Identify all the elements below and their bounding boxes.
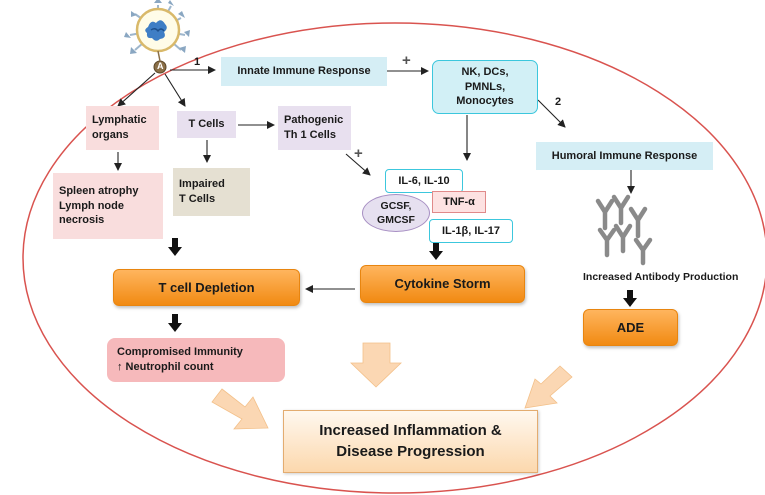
gcsf-gmcsf-ellipse: GCSF, GMCSF xyxy=(362,194,430,232)
plus-sign: + xyxy=(354,145,363,162)
pathogenic-line-2: Th 1 Cells xyxy=(284,129,336,141)
nk-line-2: PMNLs, xyxy=(464,80,506,93)
neutrophil-count-text: ↑ Neutrophil count xyxy=(117,361,214,373)
impaired-t-cells-box: Impaired T Cells xyxy=(173,168,250,216)
gcsf-line-2: GMCSF xyxy=(377,214,415,226)
big-arrow-right xyxy=(524,365,573,409)
spleen-line-3: necrosis xyxy=(59,214,105,227)
spleen-line-1: Spleen atrophy xyxy=(59,184,139,197)
antibody-production-label: Increased Antibody Production xyxy=(583,271,739,283)
ade-box: ADE xyxy=(583,309,678,346)
lymphatic-organs-box: Lymphatic organs xyxy=(86,106,159,150)
final-line-2: Disease Progression xyxy=(336,442,485,460)
compromised-immunity-text: Compromised Immunity xyxy=(117,346,243,359)
humoral-immune-response-box: Humoral Immune Response xyxy=(536,142,713,170)
lymphatic-line-2: organs xyxy=(92,129,129,141)
il1b-il17-box: IL-1β, IL-17 xyxy=(429,219,513,243)
nk-line-1: NK, DCs, xyxy=(461,65,509,78)
tnf-alpha-box: TNF-α xyxy=(432,191,486,213)
big-arrow-center xyxy=(350,342,402,388)
innate-immune-response-box: Innate Immune Response xyxy=(221,57,387,86)
step-2-label: 2 xyxy=(555,96,562,108)
big-arrow-left xyxy=(211,388,269,430)
nk-line-3: Monocytes xyxy=(456,95,514,108)
virus-badge: A xyxy=(157,61,164,71)
pathogenic-th1-box: Pathogenic Th 1 Cells xyxy=(278,106,351,150)
cytokine-storm-box: Cytokine Storm xyxy=(360,265,525,303)
gcsf-line-1: GCSF, xyxy=(380,199,412,212)
body-boundary-ellipse xyxy=(22,22,765,494)
spleen-line-2: Lymph node xyxy=(59,199,124,212)
plus-sign: + xyxy=(402,52,411,69)
t-cell-depletion-box: T cell Depletion xyxy=(113,269,300,306)
t-cells-box: T Cells xyxy=(177,111,236,138)
virus-icon xyxy=(124,0,190,74)
step-1-label: 1 xyxy=(194,56,201,68)
il6-il10-box: IL-6, IL-10 xyxy=(385,169,463,193)
impaired-line-2: T Cells xyxy=(179,193,216,205)
final-line-1: Increased Inflammation & xyxy=(319,422,502,440)
pathogenic-line-1: Pathogenic xyxy=(284,114,344,127)
nk-dcs-box: NK, DCs, PMNLs, Monocytes xyxy=(432,60,538,114)
impaired-line-1: Impaired xyxy=(179,178,225,191)
compromised-immunity-box: Compromised Immunity ↑ Neutrophil count xyxy=(107,338,285,382)
antibody-icon xyxy=(595,194,653,266)
lymphatic-line-1: Lymphatic xyxy=(92,114,147,127)
increased-inflammation-box: Increased Inflammation & Disease Progress… xyxy=(283,410,538,473)
